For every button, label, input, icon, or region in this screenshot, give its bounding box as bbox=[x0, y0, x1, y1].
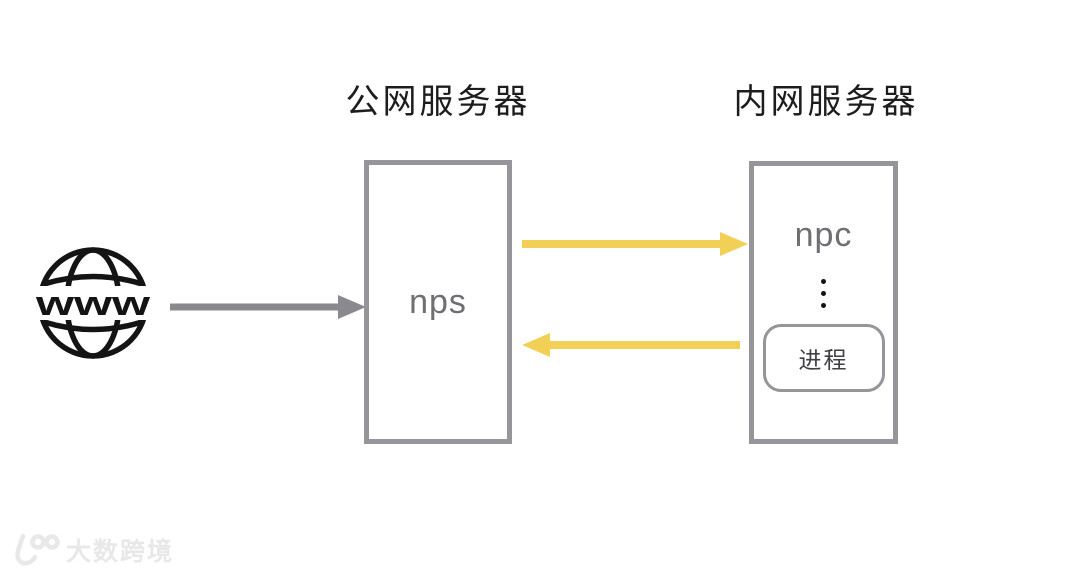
brand-logo-icon bbox=[15, 533, 60, 566]
www-label: www bbox=[35, 285, 151, 323]
public-server-title: 公网服务器 bbox=[345, 83, 531, 121]
watermark: 大数跨境 bbox=[12, 532, 174, 568]
npc-server-box: npc 进程 bbox=[749, 161, 898, 444]
arrow-npc-to-nps bbox=[522, 333, 740, 357]
npc-label: npc bbox=[794, 216, 853, 254]
process-pill: 进程 bbox=[762, 324, 885, 392]
nps-label: nps bbox=[409, 283, 467, 321]
private-server-title: 内网服务器 bbox=[733, 83, 919, 121]
arrow-internet-to-nps bbox=[170, 295, 366, 319]
arrow-nps-to-npc bbox=[522, 232, 748, 256]
nps-server-box: nps bbox=[364, 160, 512, 444]
vertical-dots-icon bbox=[821, 275, 826, 311]
process-label: 进程 bbox=[798, 347, 849, 373]
globe-www-icon: www bbox=[33, 247, 153, 359]
watermark-text: 大数跨境 bbox=[66, 538, 175, 566]
